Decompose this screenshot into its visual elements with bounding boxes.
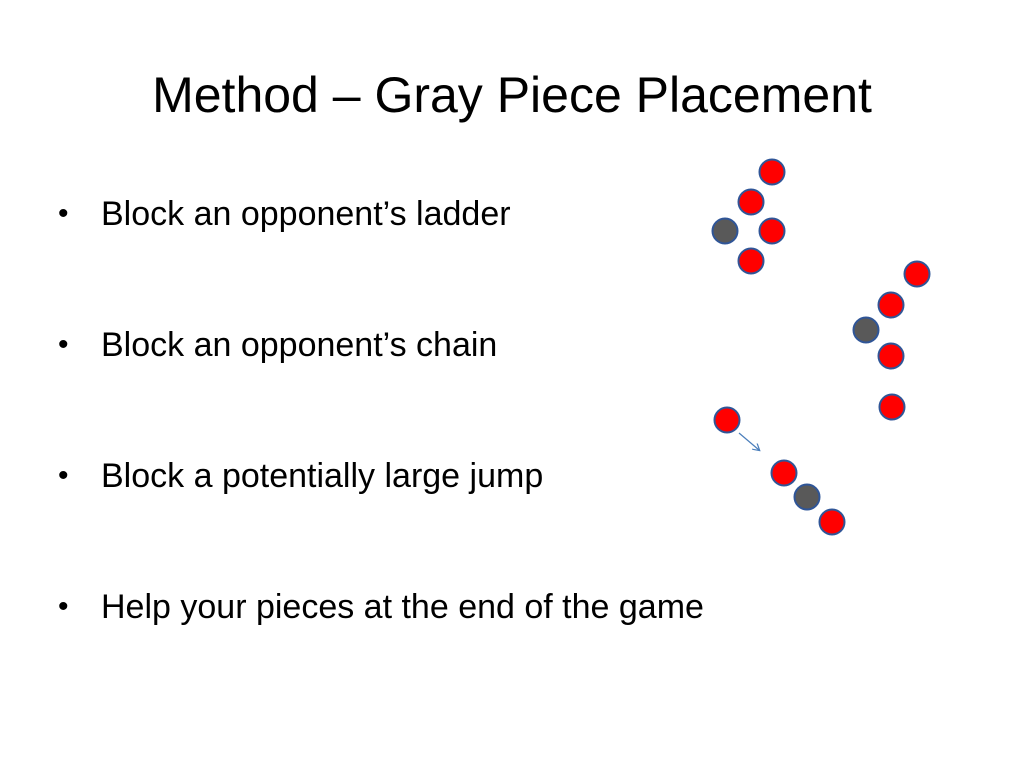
gray-piece bbox=[793, 483, 821, 511]
gray-piece bbox=[711, 217, 739, 245]
bullet-glyph: • bbox=[58, 197, 69, 230]
bullet-glyph: • bbox=[58, 590, 69, 623]
red-piece bbox=[758, 217, 786, 245]
red-piece bbox=[737, 247, 765, 275]
gray-piece bbox=[852, 316, 880, 344]
red-piece bbox=[878, 393, 906, 421]
red-piece bbox=[903, 260, 931, 288]
bullet-glyph: • bbox=[58, 328, 69, 361]
bullet-text: Block an opponent’s chain bbox=[101, 326, 498, 364]
red-piece bbox=[713, 406, 741, 434]
red-piece bbox=[818, 508, 846, 536]
red-piece bbox=[877, 291, 905, 319]
red-piece bbox=[737, 188, 765, 216]
jump-arrow bbox=[738, 432, 759, 450]
bullet-glyph: • bbox=[58, 459, 69, 492]
bullet-text: Block an opponent’s ladder bbox=[101, 195, 511, 233]
red-piece bbox=[877, 342, 905, 370]
red-piece bbox=[770, 459, 798, 487]
bullet-text: Block a potentially large jump bbox=[101, 457, 544, 495]
red-piece bbox=[758, 158, 786, 186]
chain-example-diagram bbox=[852, 260, 931, 421]
slide-title: Method – Gray Piece Placement bbox=[152, 67, 872, 123]
ladder-example-diagram bbox=[711, 158, 786, 275]
bullet-text: Help your pieces at the end of the game bbox=[101, 588, 704, 626]
jump-example-diagram bbox=[713, 406, 846, 536]
